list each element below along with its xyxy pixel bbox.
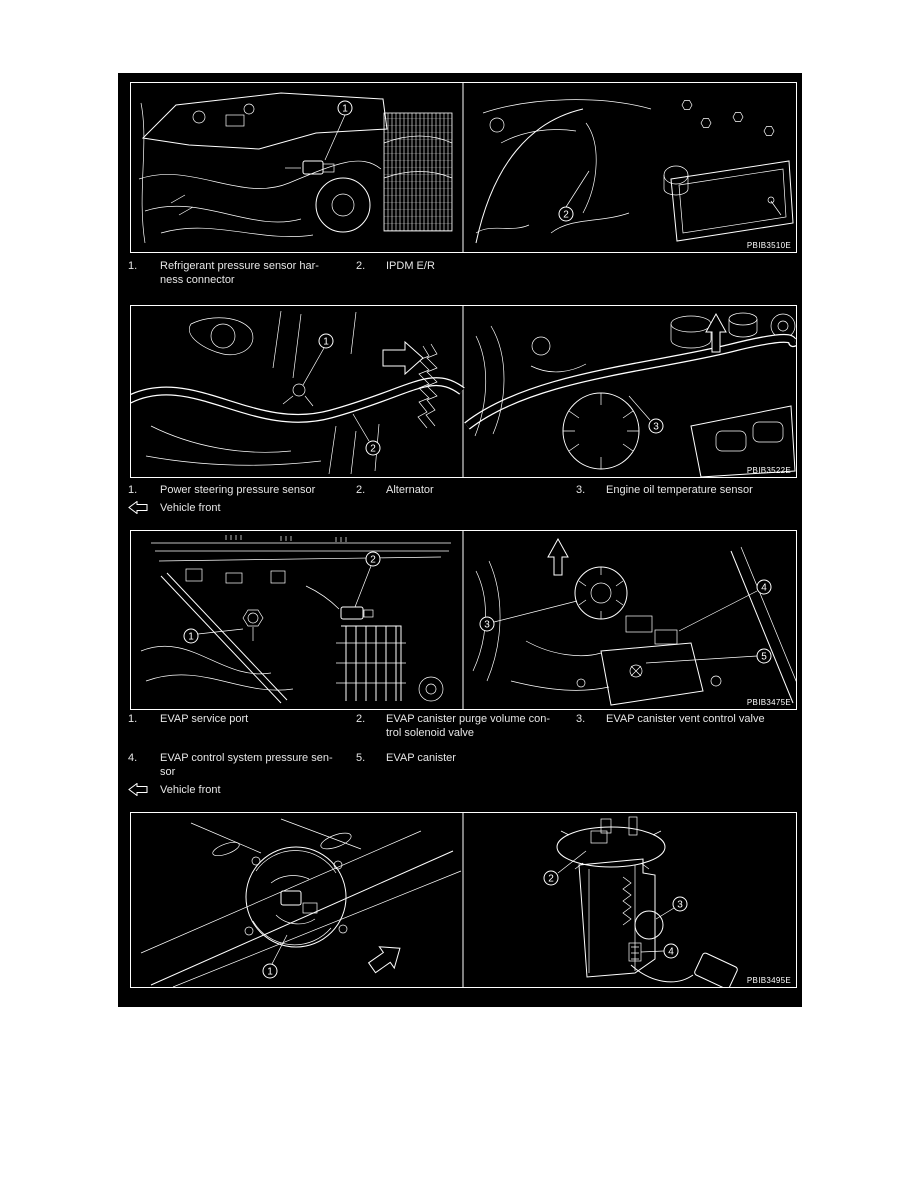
vehicle-front-icon <box>128 783 148 796</box>
p4-callout-4: 4 <box>663 943 679 959</box>
caption-text: EVAP canister purge volume con-trol sole… <box>386 713 551 739</box>
p2-callout-1: 1 <box>318 333 334 349</box>
caption-number: 1. <box>128 260 138 272</box>
caption-item: 1. Power steering pressure sensor <box>128 483 315 497</box>
caption-text: Refrigerant pressure sensor har-ness con… <box>160 260 319 286</box>
svg-text:5: 5 <box>761 652 767 663</box>
panel-fuel-pump-module: 1 <box>130 812 797 988</box>
svg-text:1: 1 <box>188 632 194 643</box>
caption-text: Alternator <box>386 484 434 496</box>
caption-item: 3. EVAP canister vent control valve <box>576 712 765 726</box>
svg-text:3: 3 <box>484 620 490 631</box>
fuel-tank-access-sketch <box>140 818 462 987</box>
caption-text: IPDM E/R <box>386 260 435 272</box>
caption-item: 2. Alternator <box>356 483 434 497</box>
caption-number: 2. <box>356 484 366 496</box>
panel-evap-components: 1 2 <box>130 530 797 710</box>
vehicle-front-legend: Vehicle front <box>128 783 221 796</box>
caption-number: 3. <box>576 713 586 725</box>
svg-text:3: 3 <box>653 422 659 433</box>
vehicle-front-arrow-up <box>705 312 727 353</box>
caption-number: 5. <box>356 752 366 764</box>
caption-text: EVAP canister <box>386 752 456 764</box>
engine-bay-sketch-left <box>138 92 453 244</box>
vehicle-front-icon <box>128 501 148 514</box>
figure-code: PBIB3510E <box>746 241 791 250</box>
caption-text: Power steering pressure sensor <box>160 484 316 496</box>
p3-callout-3: 3 <box>479 616 495 632</box>
p2-callout-2: 2 <box>365 440 381 456</box>
caption-number: 1. <box>128 713 138 725</box>
vehicle-front-arrow-upright <box>367 946 401 974</box>
caption-item: 3. Engine oil temperature sensor <box>576 483 753 497</box>
caption-text: EVAP control system pressure sen-sor <box>160 752 333 778</box>
panel-ps-alternator-oiltemp: 1 2 <box>130 305 797 478</box>
illustration-fuel-pump-module: 1 <box>140 813 738 987</box>
illustration-ps-alternator-oiltemp: 1 2 <box>131 306 796 477</box>
p3-callout-2: 2 <box>365 551 381 567</box>
engine-bay-sketch-right <box>475 99 794 244</box>
figure-block: 1 <box>118 73 802 1007</box>
p1-callout-2: 2 <box>558 206 574 222</box>
svg-text:1: 1 <box>267 967 273 978</box>
caption-text: EVAP service port <box>160 713 249 725</box>
svg-text:2: 2 <box>370 444 376 455</box>
panel-refrigerant-ipdm: 1 <box>130 82 797 253</box>
svg-text:1: 1 <box>323 337 329 348</box>
caption-number: 4. <box>128 752 138 764</box>
p4-callout-1: 1 <box>262 963 278 979</box>
illustration-refrigerant-ipdm: 1 <box>138 83 794 252</box>
caption-item: 2. EVAP canister purge volume con-trol s… <box>356 712 550 740</box>
caption-item: 2. IPDM E/R <box>356 259 435 273</box>
p4-callout-3: 3 <box>672 896 688 912</box>
caption-number: 2. <box>356 713 366 725</box>
engine-sketch-left <box>131 310 465 475</box>
p4-callout-2: 2 <box>543 870 559 886</box>
vehicle-front-label: Vehicle front <box>160 501 221 514</box>
caption-number: 2. <box>356 260 366 272</box>
vehicle-front-legend: Vehicle front <box>128 501 221 514</box>
fuel-pump-module-sketch <box>556 816 738 987</box>
caption-item: 1. Refrigerant pressure sensor har-ness … <box>128 259 319 287</box>
p2-callout-3: 3 <box>648 418 664 434</box>
svg-text:1: 1 <box>342 104 348 115</box>
p3-callout-4: 4 <box>756 579 772 595</box>
svg-text:4: 4 <box>668 947 674 958</box>
svg-text:2: 2 <box>563 210 569 221</box>
evap-sketch-left <box>140 535 451 704</box>
caption-item: 5. EVAP canister <box>356 751 456 765</box>
svg-text:2: 2 <box>548 874 554 885</box>
evap-sketch-right <box>472 546 796 706</box>
figure-code: PBIB3475E <box>746 698 791 707</box>
svg-text:3: 3 <box>677 900 683 911</box>
vehicle-front-label: Vehicle front <box>160 783 221 796</box>
engine-sketch-right <box>464 312 796 477</box>
caption-text: Engine oil temperature sensor <box>606 484 753 496</box>
svg-text:4: 4 <box>761 583 767 594</box>
caption-item: 4. EVAP control system pressure sen-sor <box>128 751 333 779</box>
caption-item: 1. EVAP service port <box>128 712 248 726</box>
p1-callout-1: 1 <box>337 100 353 116</box>
vehicle-front-arrow-up <box>547 537 569 576</box>
caption-number: 3. <box>576 484 586 496</box>
figure-code: PBIB3495E <box>746 976 791 985</box>
svg-text:2: 2 <box>370 555 376 566</box>
p3-callout-1: 1 <box>183 628 199 644</box>
caption-text: EVAP canister vent control valve <box>606 713 765 725</box>
caption-number: 1. <box>128 484 138 496</box>
figure-code: PBIB3522E <box>746 466 791 475</box>
p3-callout-5: 5 <box>756 648 772 664</box>
illustration-evap-components: 1 2 <box>140 531 796 709</box>
vehicle-front-arrow-right <box>382 340 424 376</box>
